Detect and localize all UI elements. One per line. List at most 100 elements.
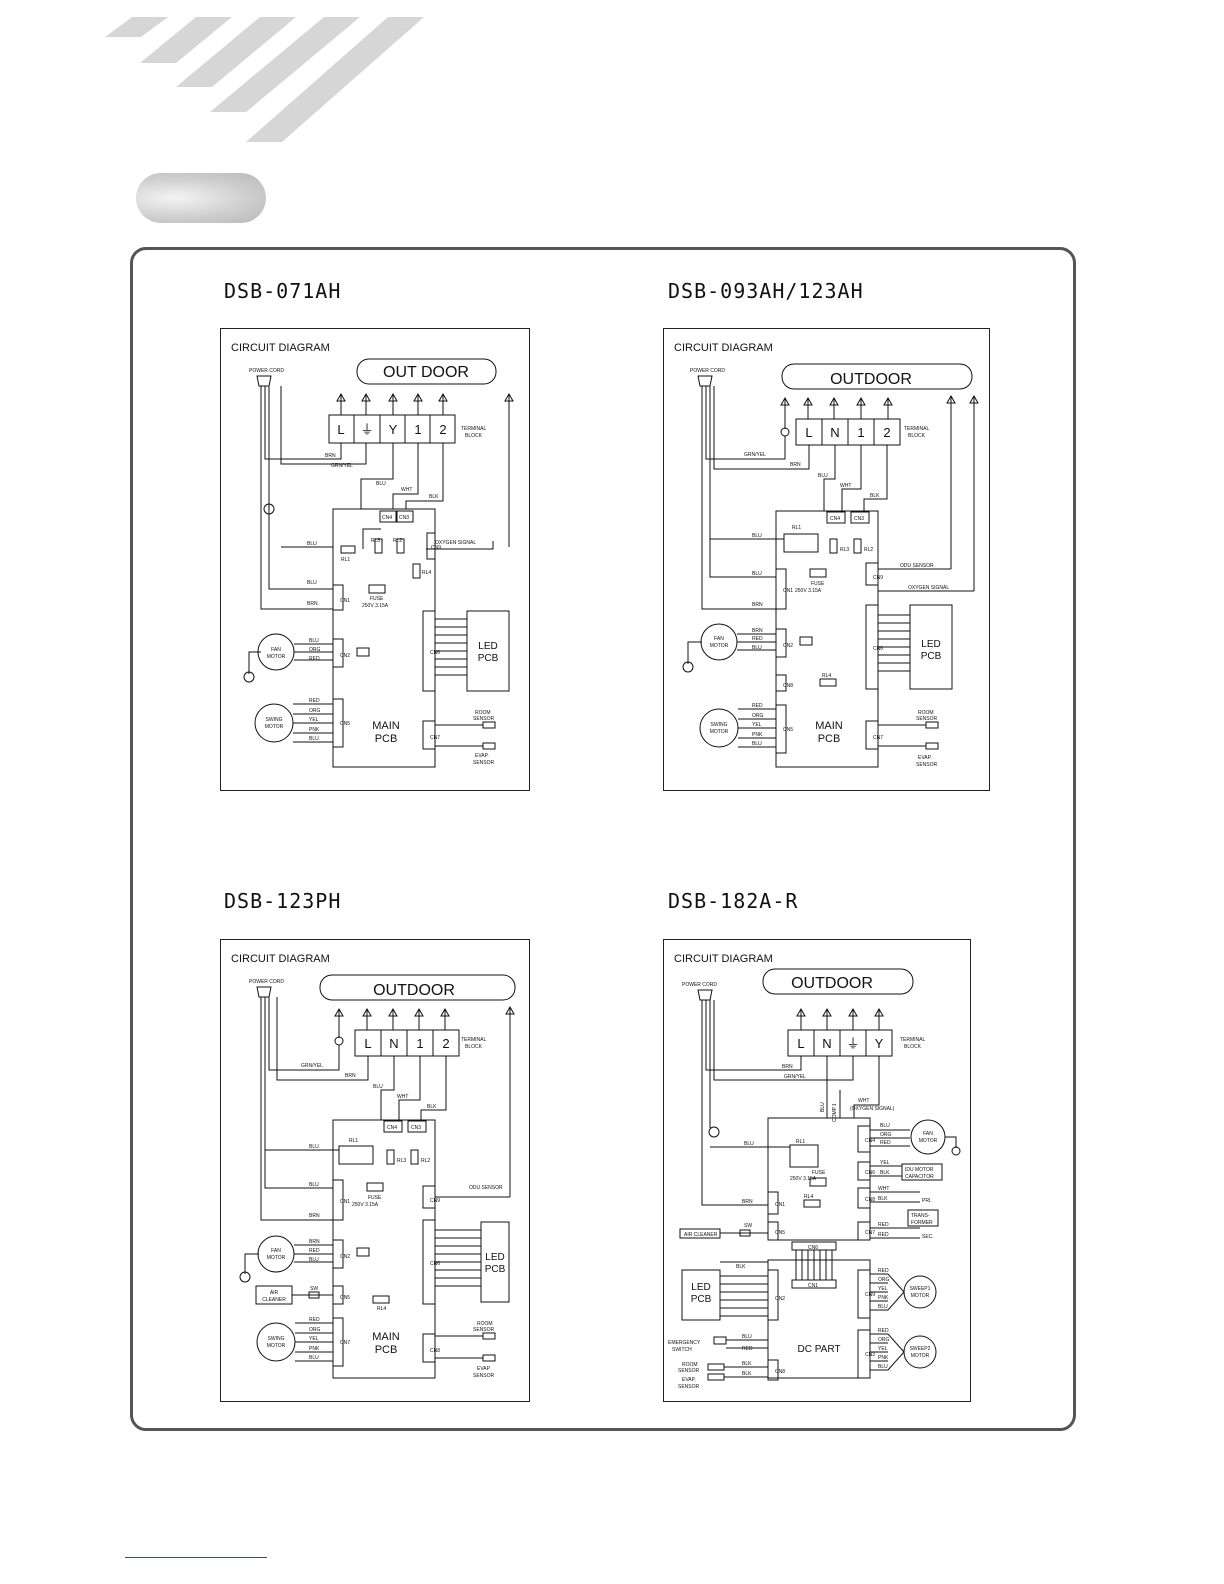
wire-label: BRN: [309, 1213, 320, 1219]
mains-wires: [260, 386, 367, 610]
connector-label: CN8: [430, 1348, 440, 1354]
relay-label: RL4: [422, 570, 431, 576]
sensor-label: EVAP.: [475, 753, 489, 759]
wire-label: ORG: [878, 1277, 890, 1283]
fan-motor-icon: [257, 1235, 295, 1273]
terminal-label: BLOCK: [465, 433, 483, 439]
sensor-label: ROOM: [477, 1321, 493, 1327]
capacitor-label: IDU MOTOR: [905, 1167, 934, 1173]
wire-label: PNK: [752, 732, 763, 738]
terminal-label: BLOCK: [908, 433, 926, 439]
terminal-2: 2: [439, 422, 446, 437]
swing-motor-label: MOTOR: [265, 724, 284, 730]
evap-sensor-icon: [925, 742, 939, 750]
outdoor-label: OUTDOOR: [830, 371, 912, 388]
circuit-diagram-dsb-182a-r: CIRCUIT DIAGRAM OUTDOOR POWER CORD L N ⏚…: [663, 939, 971, 1402]
wire-label: YEL: [880, 1160, 890, 1166]
connector-label: CN6: [430, 650, 440, 656]
wire-label: RED: [742, 1346, 753, 1352]
connector-label: CN8: [865, 1197, 875, 1203]
wire-label: RED: [878, 1222, 889, 1228]
wire-label: BRN: [782, 1064, 793, 1070]
terminal-arrows: [334, 1005, 515, 1197]
ground-icon: [239, 1271, 251, 1283]
evap-sensor-icon: [707, 1373, 725, 1381]
terminal-ground: ⏚: [846, 1036, 859, 1051]
wire-label: BLU: [820, 1102, 826, 1112]
wire-label: BLU: [309, 1144, 319, 1150]
connector-label: CN3: [854, 516, 864, 522]
wire-label: WHT: [397, 1094, 408, 1100]
plug-icon: [697, 375, 713, 387]
relay-label: RL2: [393, 538, 402, 544]
wire-label: BLU: [742, 1334, 752, 1340]
connector-label: CN5: [775, 1230, 785, 1236]
wire-label: YEL: [878, 1346, 888, 1352]
swing-motor-label: SWING: [711, 722, 728, 728]
led-pcb-label: PCB: [921, 651, 942, 662]
terminal-arrows: [336, 392, 514, 547]
terminal-arrows: [796, 1007, 884, 1030]
air-cleaner-label: AIR CLEANER: [684, 1232, 718, 1238]
wire-label: BLU: [307, 541, 317, 547]
swing-motor-icon: [254, 703, 294, 743]
outdoor-banner: [319, 974, 516, 1001]
pri-label: PRI.: [922, 1198, 932, 1204]
wire-label: BRN: [752, 628, 763, 634]
wire-label: GRN/YEL: [784, 1074, 806, 1080]
wire-label: BRN: [345, 1073, 356, 1079]
fan-motor-label: FAN: [923, 1131, 933, 1137]
relay-label: RL3: [840, 547, 849, 553]
circuit-diagram-dsb-093ah-123ah: CIRCUIT DIAGRAM OUTDOOR POWER CORD L N 1…: [663, 328, 990, 791]
diagram-heading: CIRCUIT DIAGRAM: [231, 342, 330, 354]
relay-rl1: [340, 545, 356, 554]
swing-motor-label: SWING: [268, 1336, 285, 1342]
led-pcb-label: PCB: [478, 653, 499, 664]
swing-motor-label: MOTOR: [710, 729, 729, 735]
wire-label: BLU: [309, 736, 319, 742]
wire-label: BRN: [309, 1239, 320, 1245]
wire-label: BRN: [742, 1199, 753, 1205]
capacitor-icon: [356, 647, 370, 657]
connector-label: CN3: [411, 1125, 421, 1131]
relay-label: RL3: [397, 1158, 406, 1164]
wire-label: RED: [309, 1248, 320, 1254]
terminal-2: 2: [442, 1036, 449, 1051]
evap-sensor-icon: [482, 1354, 496, 1362]
connector-label: CN4: [382, 515, 392, 521]
fuse-label: 250V 3.15A: [362, 603, 389, 609]
emergency-label: SWITCH: [672, 1347, 692, 1353]
sweep2-motor-icon: [903, 1335, 937, 1369]
connector-label: CN7: [865, 1230, 875, 1236]
evap-sensor-icon: [482, 742, 496, 750]
model-title: DSB-071AH: [224, 279, 342, 303]
outdoor-label: OUTDOOR: [373, 982, 455, 999]
terminal-label: TERMINAL: [461, 1037, 487, 1043]
wire-label: BLU: [376, 481, 386, 487]
wire-label: RED: [880, 1140, 891, 1146]
sweep-motor-label: SWEEP1: [910, 1286, 931, 1292]
connector-label: CN5: [783, 727, 793, 733]
fuse-label: FUSE: [811, 581, 825, 587]
odu-sensor-label: ODU SENSOR: [469, 1185, 503, 1191]
main-pcb-label: PCB: [818, 733, 841, 745]
wire-label: BLU: [752, 741, 762, 747]
connector-label: CN6: [430, 1261, 440, 1267]
wire-label: BLU: [373, 1084, 383, 1090]
room-sensor-icon: [482, 721, 496, 729]
relay-label: RL1: [341, 557, 350, 563]
mains-wires: [701, 386, 810, 610]
connector-label: CN1: [340, 598, 350, 604]
switch-icon: [739, 1229, 751, 1237]
main-pcb-label: PCB: [375, 733, 398, 745]
diagram-heading: CIRCUIT DIAGRAM: [674, 342, 773, 354]
plug-icon: [256, 375, 272, 387]
emergency-switch-icon: [713, 1336, 727, 1345]
connector-label: CN3: [399, 515, 409, 521]
wire-label: BLU: [878, 1304, 888, 1310]
sweep-motor-label: MOTOR: [911, 1293, 930, 1299]
wire-label: ORG: [880, 1132, 892, 1138]
connector-label: CN9: [873, 575, 883, 581]
terminal-1: 1: [414, 422, 421, 437]
plug-icon: [697, 989, 713, 1001]
